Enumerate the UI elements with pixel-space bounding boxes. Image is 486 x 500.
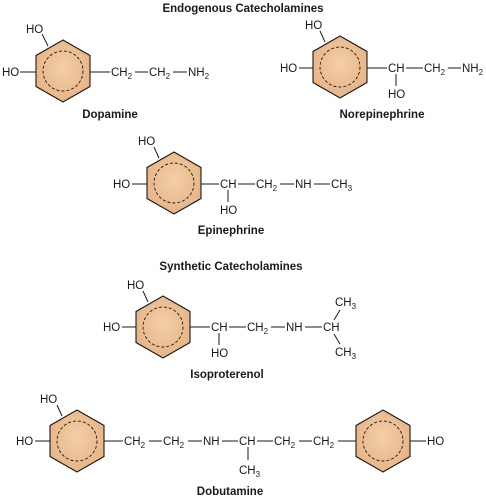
dopamine-structure: HO HO CH2 CH2 NH2 Dopamine bbox=[2, 24, 210, 121]
amine-label: NH bbox=[295, 179, 312, 191]
methine-label: CH bbox=[239, 436, 256, 448]
methyl-label: CH3 bbox=[335, 347, 357, 361]
hydroxyl-label: HO bbox=[113, 179, 130, 191]
amine-label: NH2 bbox=[188, 67, 210, 81]
methylene-label: CH2 bbox=[256, 179, 278, 193]
compound-name-epinephrine: Epinephrine bbox=[198, 225, 264, 237]
hydroxyl-label: HO bbox=[40, 394, 57, 406]
hydroxyl-label: HO bbox=[427, 436, 444, 448]
hydroxyl-label: HO bbox=[16, 436, 33, 448]
methyl-label: CH3 bbox=[331, 179, 353, 193]
methylene-label: CH2 bbox=[313, 436, 335, 450]
compound-name-isoproterenol: Isoproterenol bbox=[190, 369, 263, 381]
methine-label: CH bbox=[211, 322, 228, 334]
amine-label: NH bbox=[286, 322, 303, 334]
benzene-ring bbox=[312, 35, 368, 99]
dobutamine-structure: HO HO CH2 CH2 NH CH CH2 CH2 CH3 HO Dobut… bbox=[16, 394, 444, 498]
epinephrine-structure: HO HO CH CH2 NH CH3 HO Epinephrine bbox=[113, 136, 353, 237]
methylene-label: CH2 bbox=[149, 67, 171, 81]
benzene-ring bbox=[35, 39, 91, 103]
aromatic-circle bbox=[56, 420, 98, 462]
methylene-label: CH2 bbox=[111, 67, 133, 81]
aromatic-circle bbox=[42, 50, 84, 92]
methine-label: CH bbox=[323, 322, 340, 334]
aromatic-circle bbox=[362, 420, 404, 462]
benzene-ring bbox=[355, 409, 411, 473]
benzene-ring bbox=[49, 409, 105, 473]
heading-synthetic: Synthetic Catecholamines bbox=[159, 261, 302, 273]
hydroxyl-label: HO bbox=[127, 280, 144, 292]
methylene-label: CH2 bbox=[247, 322, 269, 336]
hydroxyl-label: HO bbox=[2, 67, 19, 79]
hydroxyl-label: HO bbox=[211, 348, 228, 360]
isoproterenol-structure: HO HO CH CH2 NH CH CH3 CH3 HO Isoprotere… bbox=[103, 280, 357, 381]
benzene-ring bbox=[135, 295, 191, 359]
aromatic-circle bbox=[153, 162, 195, 204]
norepinephrine-structure: HO HO CH CH2 NH2 HO Norepinephrine bbox=[280, 20, 484, 121]
methylene-label: CH2 bbox=[124, 436, 146, 450]
methylene-label: CH2 bbox=[424, 63, 446, 77]
hydroxyl-label: HO bbox=[388, 89, 405, 101]
hydroxyl-label: HO bbox=[305, 20, 322, 32]
heading-endogenous: Endogenous Catecholamines bbox=[162, 3, 323, 15]
aromatic-circle bbox=[142, 306, 184, 348]
benzene-ring bbox=[146, 151, 202, 215]
methyl-label: CH3 bbox=[335, 297, 357, 311]
amine-label: NH2 bbox=[462, 63, 484, 77]
methyl-label: CH3 bbox=[239, 465, 261, 479]
hydroxyl-label: HO bbox=[280, 63, 297, 75]
amine-label: NH bbox=[203, 436, 220, 448]
aromatic-circle bbox=[319, 46, 361, 88]
hydroxyl-label: HO bbox=[26, 24, 43, 36]
methylene-label: CH2 bbox=[274, 436, 296, 450]
hydroxyl-label: HO bbox=[103, 322, 120, 334]
methine-label: CH bbox=[388, 63, 405, 75]
compound-name-dopamine: Dopamine bbox=[82, 109, 138, 121]
compound-name-dobutamine: Dobutamine bbox=[197, 486, 263, 498]
methylene-label: CH2 bbox=[163, 436, 185, 450]
compound-name-norepinephrine: Norepinephrine bbox=[340, 109, 425, 121]
methine-label: CH bbox=[220, 179, 237, 191]
hydroxyl-label: HO bbox=[138, 136, 155, 148]
hydroxyl-label: HO bbox=[220, 205, 237, 217]
